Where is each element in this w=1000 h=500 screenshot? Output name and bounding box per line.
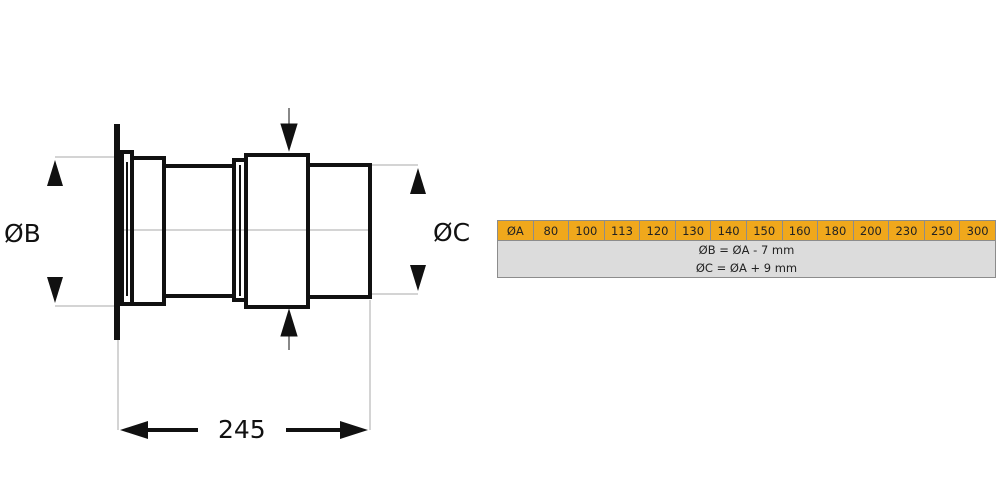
diameter-cell: 250 xyxy=(923,220,961,241)
dimension-c-arrows xyxy=(410,168,426,291)
diameter-b-label: ØB xyxy=(4,219,41,248)
diameter-cell: 200 xyxy=(852,220,890,241)
diameter-cell: 140 xyxy=(710,220,747,241)
diameter-cell: 113 xyxy=(603,220,641,241)
length-label: 245 xyxy=(218,415,266,444)
diameter-spec-table: ØA 80 100 113 120 130 140 150 160 180 20… xyxy=(497,220,996,278)
diameter-c-label: ØC xyxy=(433,218,471,247)
diameter-cell: 130 xyxy=(674,220,712,241)
dimension-b-arrows xyxy=(47,160,63,303)
table-header-row: ØA 80 100 113 120 130 140 150 160 180 20… xyxy=(497,220,996,241)
pipe-body xyxy=(130,153,372,309)
flange-plate xyxy=(114,124,134,340)
formula-row-c: ØC = ØA + 9 mm xyxy=(497,259,996,278)
diameter-cell: 300 xyxy=(959,220,996,241)
diameter-cell: 100 xyxy=(568,220,605,241)
length-dimension xyxy=(120,421,368,439)
formula-c-cell: ØC = ØA + 9 mm xyxy=(497,259,996,278)
diameter-cell: 150 xyxy=(745,220,783,241)
formula-b-cell: ØB = ØA - 7 mm xyxy=(497,240,996,259)
diameter-pointer-arrows xyxy=(280,108,298,350)
header-cell: ØA xyxy=(497,220,534,241)
diameter-cell: 230 xyxy=(888,220,925,241)
diameter-cell: 180 xyxy=(817,220,854,241)
diameter-cell: 120 xyxy=(639,220,676,241)
formula-row-b: ØB = ØA - 7 mm xyxy=(497,240,996,259)
diameter-cell: 80 xyxy=(532,220,570,241)
extension-lines xyxy=(55,156,418,430)
diameter-cell: 160 xyxy=(781,220,819,241)
